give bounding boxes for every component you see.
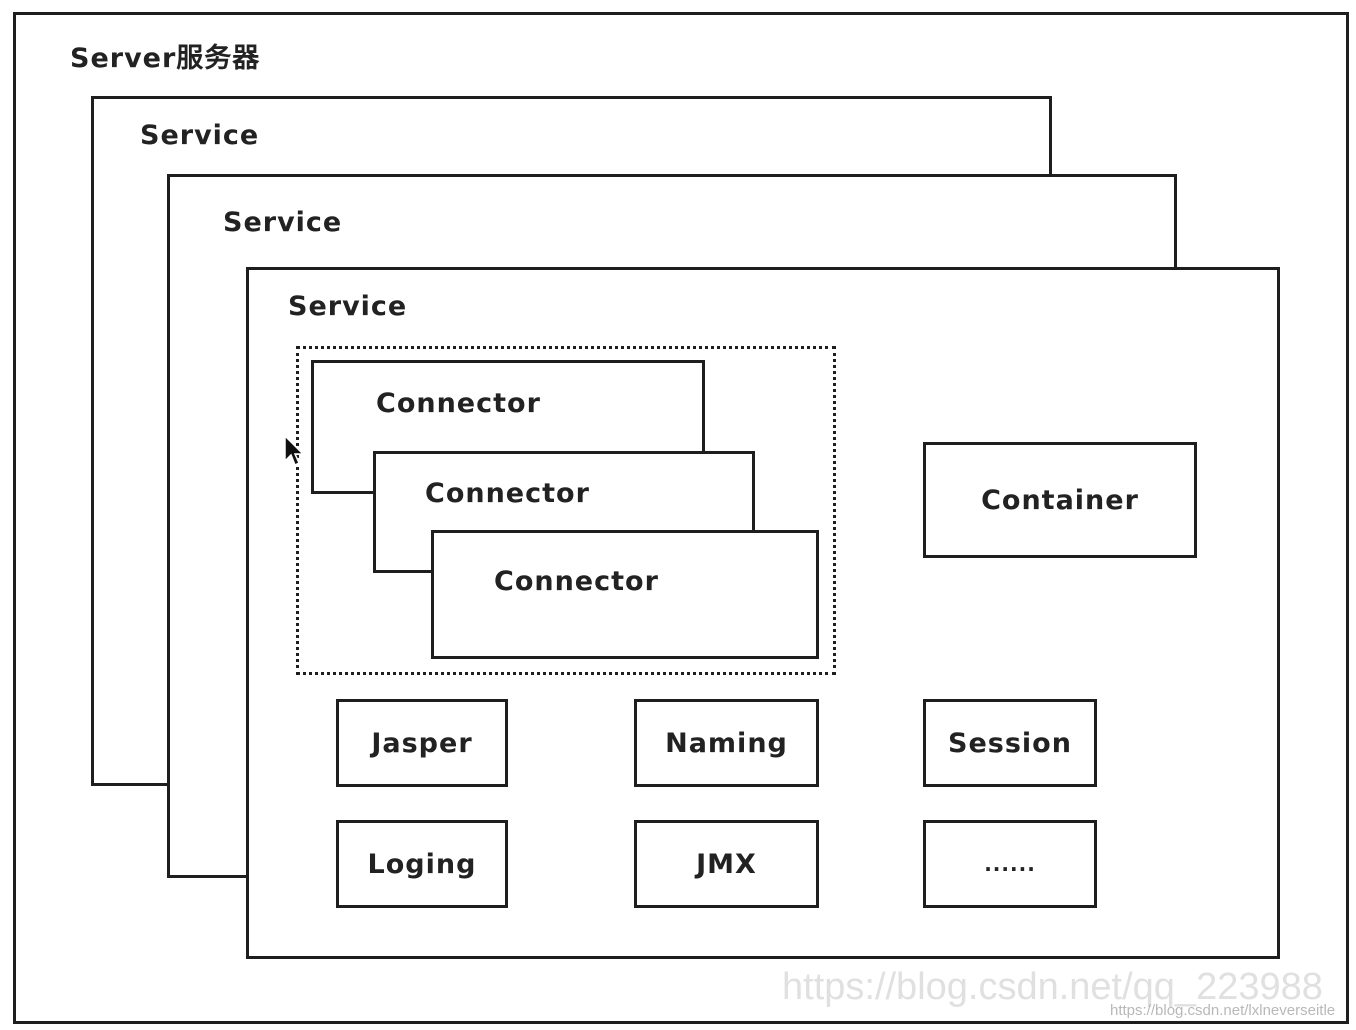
component-box-naming: Naming [634, 699, 819, 787]
connector-label-3: Connector [494, 566, 659, 597]
component-box-session: Session [923, 699, 1097, 787]
component-box-loging: Loging [336, 820, 508, 908]
component-label-session: Session [948, 727, 1072, 759]
component-box-jmx: JMX [634, 820, 819, 908]
connector-label-1: Connector [376, 388, 541, 419]
watermark-large: https://blog.csdn.net/qq_223988 [782, 966, 1323, 1008]
component-label-jmx: JMX [696, 848, 757, 880]
watermark-small: https://blog.csdn.net/lxlneverseitle [1110, 1002, 1336, 1019]
connector-box-3: Connector [431, 530, 819, 659]
service-label-2: Service [223, 207, 343, 238]
component-box-jasper: Jasper [336, 699, 508, 787]
connector-group [296, 346, 836, 675]
component-label-jasper: Jasper [371, 727, 473, 759]
service-label-1: Service [140, 120, 260, 151]
container-label: Container [981, 484, 1139, 516]
component-box-ellipsis: ...... [923, 820, 1097, 908]
mouse-pointer-icon [284, 434, 305, 467]
connector-label-2: Connector [425, 478, 590, 509]
container-box: Container [923, 442, 1197, 558]
server-label: Server服务器 [70, 43, 261, 74]
service-label-3: Service [288, 291, 408, 322]
component-label-naming: Naming [665, 727, 788, 759]
component-label-loging: Loging [367, 848, 477, 880]
component-label-ellipsis: ...... [984, 852, 1036, 876]
